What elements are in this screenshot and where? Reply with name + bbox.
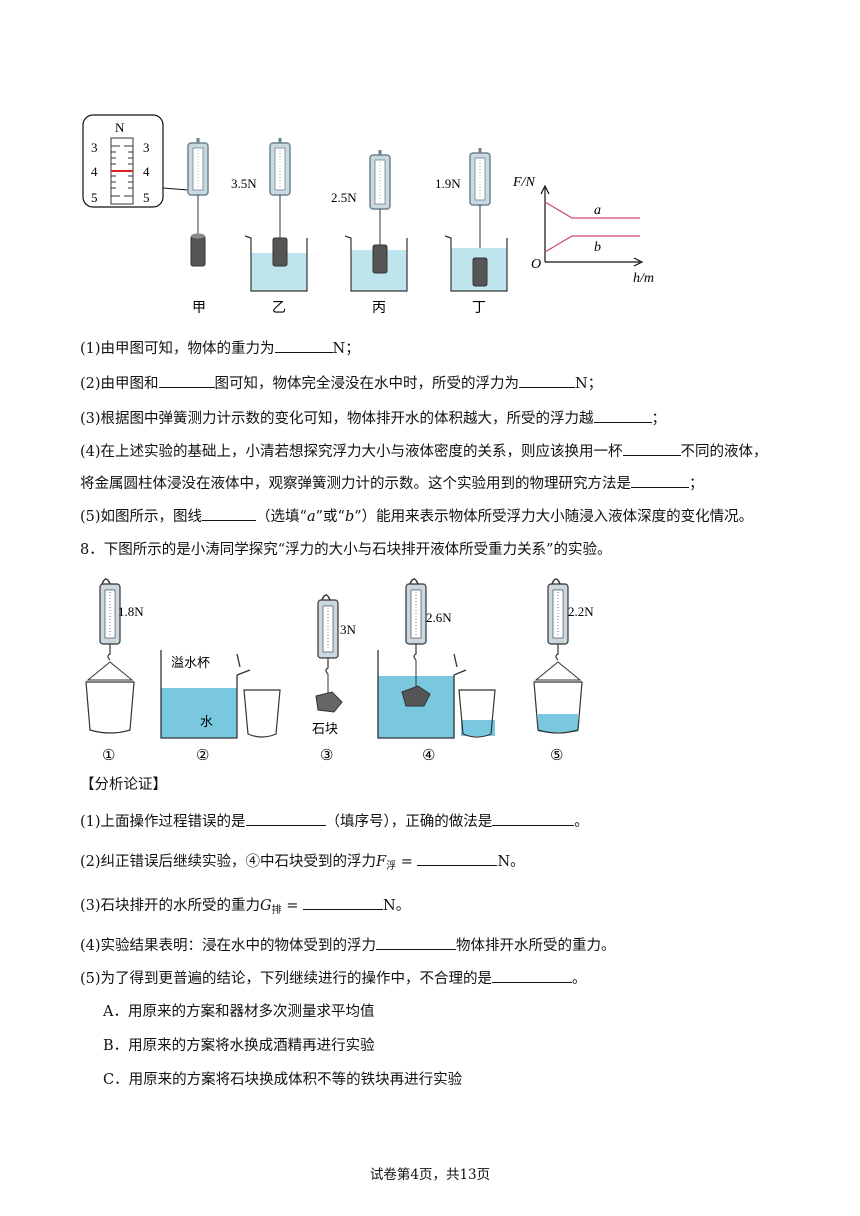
reading-bing: 2.5N xyxy=(331,190,357,205)
line-b xyxy=(544,235,640,253)
svg-text:4: 4 xyxy=(91,164,98,179)
svg-text:b: b xyxy=(594,240,601,255)
reading-step5: 2.2N xyxy=(568,604,594,619)
svg-text:5: 5 xyxy=(143,190,150,205)
dial-callout: N 3 4 5 3 4 5 xyxy=(82,114,189,208)
option-a: A．用原来的方案和器材多次测量求平均值 xyxy=(103,1004,375,1020)
q7-part4-line2: 将金属圆柱体浸没在液体中，观察弹簧测力计的示数。这个实验用到的物理研究方法是； xyxy=(80,473,704,494)
stone xyxy=(315,691,343,713)
answer-blank[interactable] xyxy=(376,935,457,950)
answer-blank[interactable] xyxy=(303,895,384,910)
q8-part3: (3)石块排开的水所受的重力G排 = N。 xyxy=(80,895,410,918)
answer-blank[interactable] xyxy=(492,968,573,983)
step2-overflow-cup: 溢水杯 水 xyxy=(160,650,281,739)
answer-blank[interactable] xyxy=(519,373,576,388)
q8-part5: (5)为了得到更普遍的结论，下列继续进行的操作中，不合理的是。 xyxy=(80,968,587,989)
reading-step4: 2.6N xyxy=(426,610,452,625)
q8-part4: (4)实验结果表明：浸在水中的物体受到的浮力物体排开水所受的重力。 xyxy=(80,935,616,956)
answer-blank[interactable] xyxy=(202,506,257,521)
step-number-4: ④ xyxy=(422,748,435,764)
spring-scale-jia xyxy=(187,138,209,267)
water-label: 水 xyxy=(200,714,213,729)
option-c: C．用原来的方案将石块换成体积不等的铁块再进行实验 xyxy=(103,1072,463,1088)
stone-label: 石块 xyxy=(312,721,338,736)
label-jia: 甲 xyxy=(192,301,206,316)
metal-cylinder xyxy=(472,257,488,287)
q8-part1: (1)上面操作过程错误的是（填序号），正确的做法是。 xyxy=(80,811,589,832)
label-yi: 乙 xyxy=(272,300,286,316)
step-number-3: ③ xyxy=(320,748,333,764)
q7-part5: (5)如图所示，图线（选填“a”或“b”）能用来表示物体所受浮力大小随浸入液体深… xyxy=(80,506,753,527)
analysis-heading: 【分析论证】 xyxy=(80,777,167,793)
answer-blank[interactable] xyxy=(417,851,498,866)
metal-cylinder xyxy=(190,235,206,267)
line-a xyxy=(544,201,640,219)
spring-scale-bing: 2.5N xyxy=(331,150,408,292)
svg-text:5: 5 xyxy=(91,190,98,205)
reading-ding: 1.9N xyxy=(435,176,461,191)
graph-xlabel: h/m xyxy=(633,271,654,286)
reading-step1: 1.8N xyxy=(118,604,144,619)
option-b: B．用原来的方案将水换成酒精再进行实验 xyxy=(103,1038,375,1054)
answer-blank[interactable] xyxy=(593,408,652,423)
force-depth-graph: F/N h/m O a b xyxy=(512,175,654,286)
stone-buoyancy-figure: 1.8N 溢水杯 水 3N 石块 2.6N xyxy=(85,578,594,764)
metal-cylinder xyxy=(272,237,288,267)
reading-step3: 3N xyxy=(340,622,357,637)
overflow-cup-label: 溢水杯 xyxy=(171,655,210,670)
step5-bucket-with-water: 2.2N xyxy=(533,578,594,734)
buoyancy-experiment-figure: N 3 4 5 3 4 5 3.5N xyxy=(82,114,654,316)
step-number-1: ① xyxy=(102,748,115,764)
step3-stone-weighing: 3N 石块 xyxy=(312,594,357,736)
stone xyxy=(401,685,431,707)
answer-blank[interactable] xyxy=(631,473,689,488)
answer-blank[interactable] xyxy=(245,811,326,826)
dial-unit: N xyxy=(115,120,125,135)
step-number-2: ② xyxy=(196,748,209,764)
answer-blank[interactable] xyxy=(158,373,215,388)
q7-part3: (3)根据图中弹簧测力计示数的变化可知，物体排开水的体积越大，所受的浮力越； xyxy=(80,408,666,429)
step4-stone-in-water: 2.6N xyxy=(377,578,496,739)
metal-cylinder xyxy=(372,244,388,274)
spring-scale-yi: 3.5N xyxy=(231,138,308,292)
label-bing: 丙 xyxy=(372,301,386,316)
q8-title: 8．下图所示的是小涛同学探究“浮力的大小与石块排开液体所受重力关系”的实验。 xyxy=(80,542,612,558)
spring-scale-ding: 1.9N xyxy=(435,148,508,292)
step-number-5: ⑤ xyxy=(550,748,563,764)
answer-blank[interactable] xyxy=(274,338,333,353)
svg-text:a: a xyxy=(594,203,601,218)
graph-ylabel: F/N xyxy=(512,175,535,190)
reading-yi: 3.5N xyxy=(231,176,257,191)
page-footer: 试卷第4页，共13页 xyxy=(369,1167,491,1183)
svg-text:3: 3 xyxy=(91,140,98,155)
q7-part4-line1: (4)在上述实验的基础上，小清若想探究浮力大小与液体密度的关系，则应该换用一杯不… xyxy=(80,441,768,462)
svg-text:4: 4 xyxy=(143,164,150,179)
answer-blank[interactable] xyxy=(492,811,575,826)
label-ding: 丁 xyxy=(472,301,486,316)
step1-empty-bucket: 1.8N xyxy=(85,578,144,734)
q8-part2: (2)纠正错误后继续实验，④中石块受到的浮力F浮 = N。 xyxy=(80,851,525,874)
svg-text:3: 3 xyxy=(143,140,150,155)
graph-origin: O xyxy=(531,257,541,272)
answer-blank[interactable] xyxy=(622,441,681,456)
